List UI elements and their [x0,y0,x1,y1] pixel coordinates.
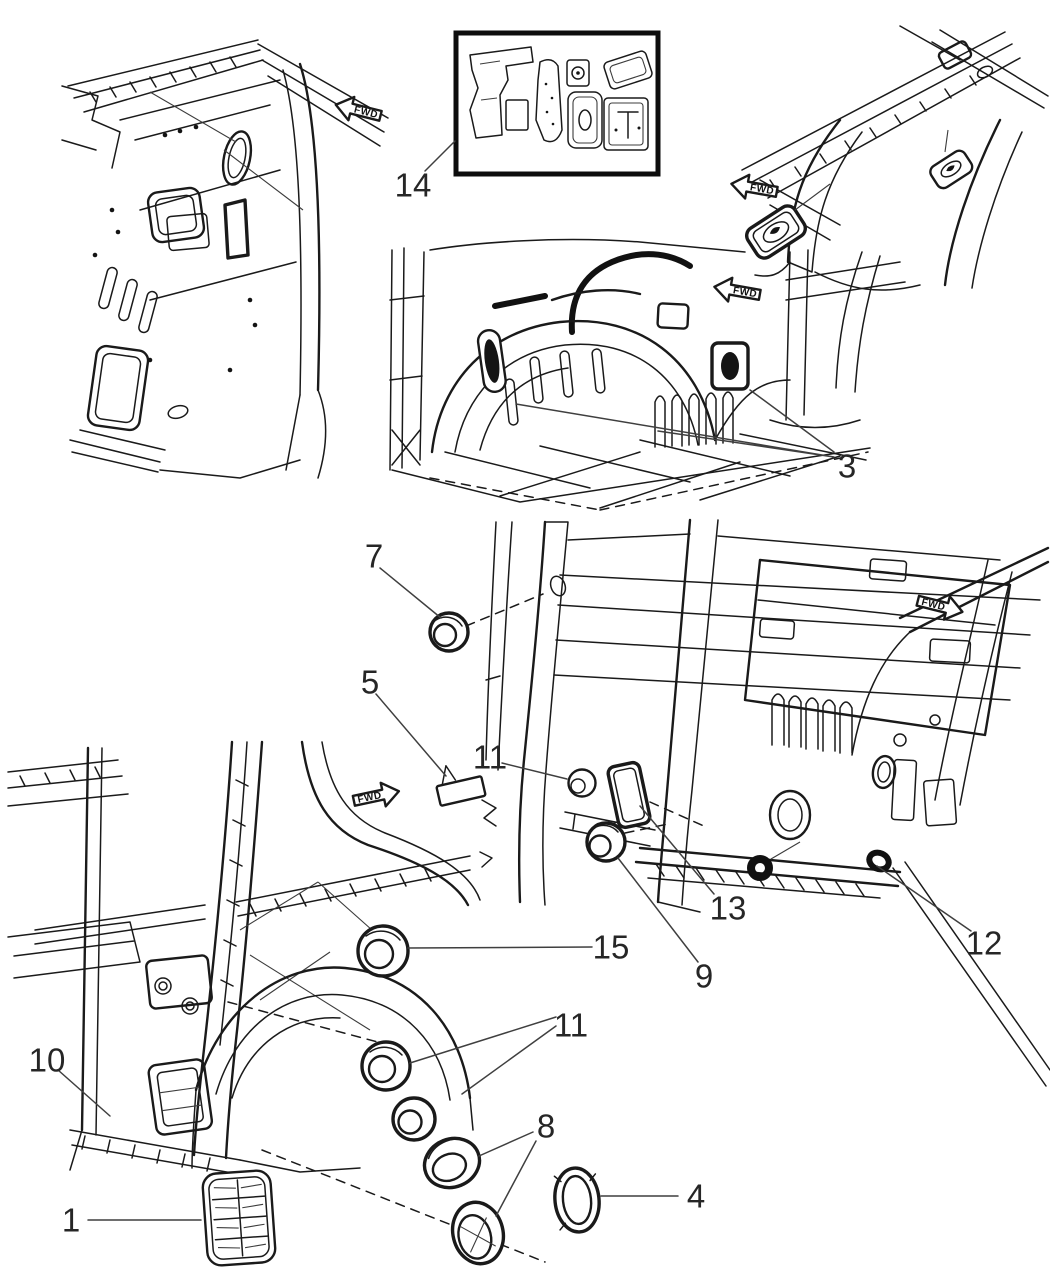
plug-access-dark [710,341,750,391]
part-plug-11-upper [567,768,597,798]
fwd-arrow-view-d: FWD [915,594,964,621]
fwd-arrow-view-e: FWD [351,781,401,808]
callout-8: 8 [537,1108,555,1145]
cowl-slots [98,266,158,334]
plug-rectangular-small [929,149,974,190]
wheelhouse-slots [504,348,606,426]
callout-1: 1 [62,1202,80,1239]
callout-14: 14 [395,167,432,204]
fwd-arrow-view-c: FWD [713,276,762,303]
plug-kit-box [453,30,661,177]
view-rear-pillar-junction [741,25,1049,291]
fwd-label: FWD [749,182,775,197]
part-pressure-vent-1 [201,1169,277,1267]
part-oval-plug-lower-8 [450,1200,506,1266]
rocker-hole-dark-oval [866,849,892,873]
callout-9: 9 [695,958,713,995]
callout-11-lower: 11 [554,1007,588,1044]
part-oval-plug-upper-8 [422,1136,482,1190]
callout-7: 7 [365,538,383,575]
view-underbody-rocker [465,518,1050,1087]
part-plug-9 [585,821,627,863]
part-grommet-11-lower [360,1040,412,1092]
view-front-pillar-structure [61,39,389,479]
view-quarter-panel [7,740,546,1263]
callout-13: 13 [710,890,747,927]
rocker-hole-dark-ring [747,855,773,881]
fwd-arrow-view-a: FWD [334,95,383,122]
part-grommet-7 [428,611,470,653]
callout-3: 3 [838,448,856,485]
part-grommet-15 [356,924,410,978]
callout-4: 4 [687,1178,705,1215]
callout-15: 15 [593,929,630,966]
callout-11-upper: 11 [473,739,507,776]
callout-10: 10 [29,1042,66,1079]
fwd-label: FWD [732,285,758,300]
callout-5: 5 [361,664,379,701]
fwd-label: FWD [357,790,383,806]
leader-lines [57,140,972,1221]
part-plug-5 [435,764,487,807]
callouts: 14 3 7 5 11 13 9 12 15 11 10 8 4 1 [29,167,1003,1239]
plug-rectangular-large [745,204,807,260]
plug-slot-dark [476,329,507,394]
callout-12: 12 [966,925,1003,962]
part-plug-13 [606,760,652,830]
part-grommet-small [391,1096,437,1142]
fwd-arrow-view-b: FWD [730,173,779,200]
view-wheelhouse-floor [389,238,906,511]
part-oval-ring-4 [553,1166,601,1234]
